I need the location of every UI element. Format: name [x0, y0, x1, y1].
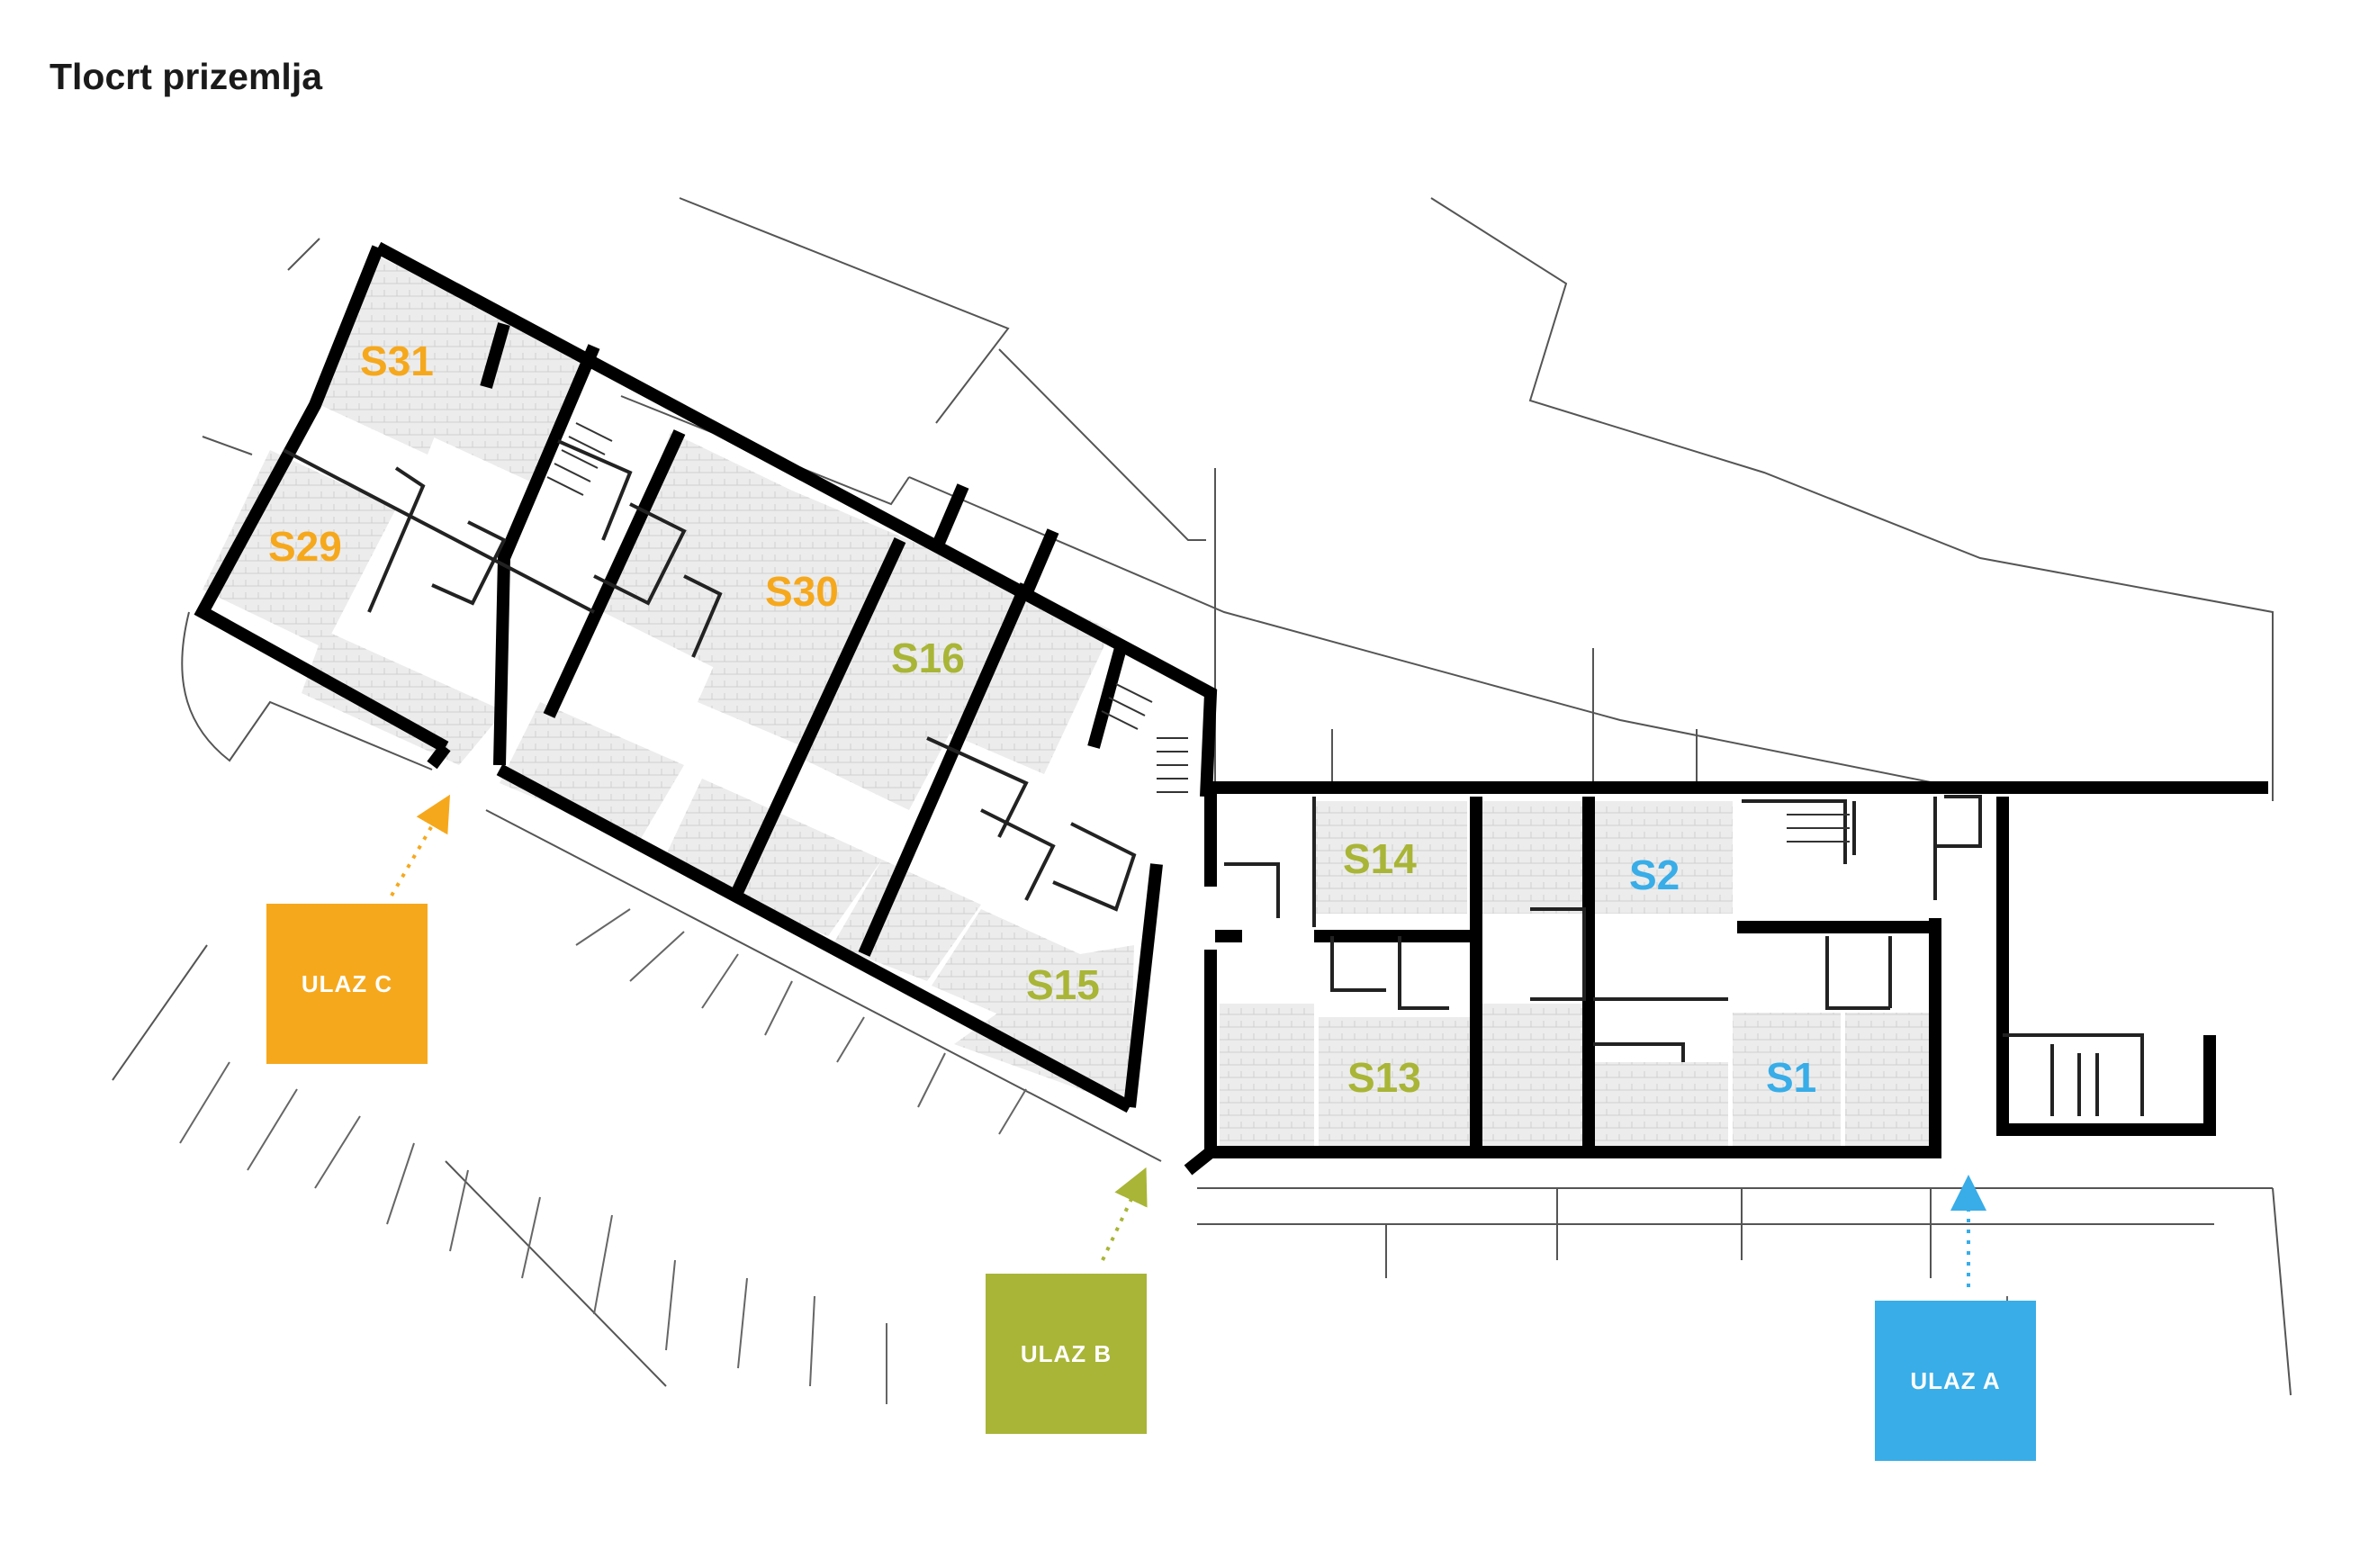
- unit-label-s1: S1: [1766, 1054, 1816, 1101]
- unit-label-s29: S29: [268, 523, 342, 570]
- arrow-ulaz-c: [390, 794, 451, 897]
- unit-label-s13: S13: [1347, 1054, 1421, 1101]
- interior-lines: [283, 439, 2144, 1116]
- unit-label-s31: S31: [360, 338, 434, 384]
- entrance-a-label: ULAZ A: [1910, 1366, 2001, 1394]
- entrance-a-box[interactable]: ULAZ A: [1875, 1301, 2036, 1461]
- unit-label-s15: S15: [1026, 961, 1100, 1008]
- entrance-c-box[interactable]: ULAZ C: [266, 904, 428, 1064]
- site-context-lines: [112, 197, 2292, 1396]
- floor-areas: [203, 257, 1931, 1152]
- arrow-ulaz-b: [1101, 1167, 1148, 1261]
- walls: [194, 241, 2268, 1176]
- page-title: Tlocrt prizemlja: [50, 56, 323, 97]
- unit-label-s16: S16: [891, 635, 965, 681]
- unit-label-s14: S14: [1343, 835, 1417, 882]
- unit-label-s2: S2: [1629, 852, 1680, 898]
- entry-arrows: [390, 794, 1986, 1287]
- entrance-c-label: ULAZ C: [301, 969, 393, 997]
- stairs: [546, 422, 1850, 843]
- unit-labels: S31 S29 S30 S16 S15 S14 S13 S2 S1: [268, 338, 1816, 1101]
- parking-lines: [179, 908, 2008, 1404]
- entrance-b-box[interactable]: ULAZ B: [986, 1274, 1147, 1434]
- unit-label-s30: S30: [765, 568, 839, 615]
- entrance-b-label: ULAZ B: [1020, 1339, 1112, 1367]
